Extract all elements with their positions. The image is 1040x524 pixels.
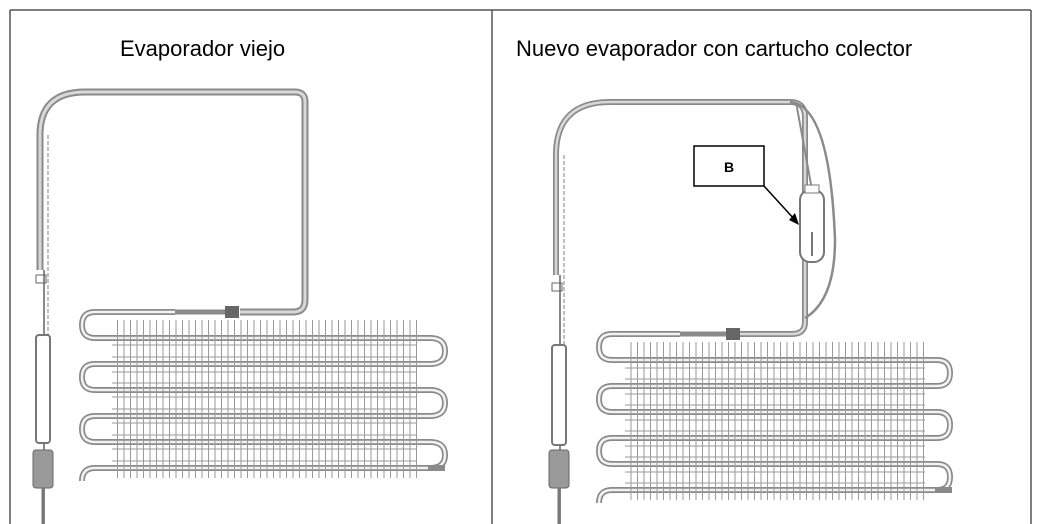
new-evaporator: B — [548, 99, 954, 524]
right-panel-title: Nuevo evaporador con cartucho colector — [516, 36, 913, 61]
callout-box — [693, 145, 765, 187]
left-panel-title: Evaporador viejo — [120, 36, 286, 61]
callout-label: B — [724, 159, 734, 175]
table-borders — [9, 9, 1032, 524]
callout-arrow — [763, 185, 796, 221]
old-evaporator — [32, 88, 449, 524]
